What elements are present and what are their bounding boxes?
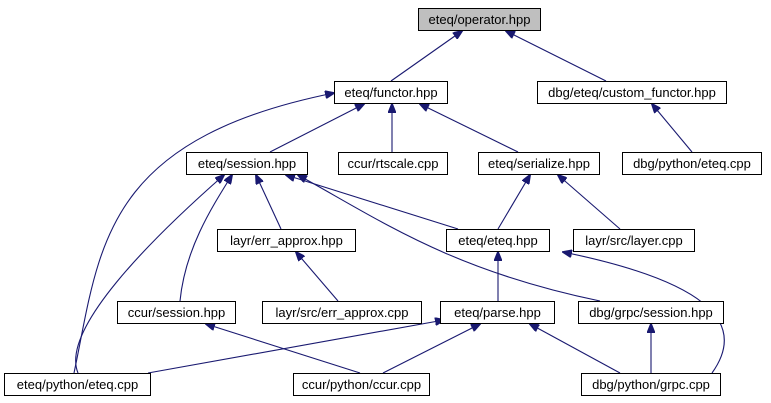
node-eteq-operator-hpp: eteq/operator.hpp	[418, 8, 541, 31]
node-ccur-session-hpp[interactable]: ccur/session.hpp	[117, 301, 236, 324]
node-layr-err-approx-hpp[interactable]: layr/err_approx.hpp	[217, 229, 356, 252]
edge-custom-to-operator	[506, 31, 607, 82]
node-layr-src-layer-cpp[interactable]: layr/src/layer.cpp	[573, 229, 695, 252]
node-ccur-python-ccur-cpp[interactable]: ccur/python/ccur.cpp	[293, 373, 430, 396]
edge-serialize-to-functor	[420, 104, 519, 153]
node-eteq-parse-hpp[interactable]: eteq/parse.hpp	[440, 301, 555, 324]
edge-session-to-functor	[269, 104, 364, 153]
node-dbg-eteq-custom-functor-hpp[interactable]: dbg/eteq/custom_functor.hpp	[537, 81, 727, 104]
node-dbg-python-eteq-cpp[interactable]: dbg/python/eteq.cpp	[622, 152, 762, 175]
edge-functor-to-operator	[390, 31, 462, 82]
edge-dbgpyeteq-to-custom	[652, 104, 693, 153]
node-eteq-serialize-hpp[interactable]: eteq/serialize.hpp	[478, 152, 600, 175]
node-eteq-python-eteq-cpp[interactable]: eteq/python/eteq.cpp	[4, 373, 151, 396]
node-eteq-session-hpp[interactable]: eteq/session.hpp	[186, 152, 308, 175]
node-eteq-eteq-hpp[interactable]: eteq/eteq.hpp	[446, 229, 550, 252]
edge-errapproxhpp-to-session	[256, 175, 282, 230]
edge-ccursession-to-session	[179, 175, 232, 302]
node-ccur-rtscale-cpp[interactable]: ccur/rtscale.cpp	[338, 152, 448, 175]
edge-pyeteq-to-functor	[73, 93, 334, 374]
edge-pygrpc-to-parse	[530, 324, 621, 374]
edge-pyccur-to-parse	[382, 324, 480, 374]
edge-pyeteq-to-session	[75, 175, 224, 374]
node-dbg-python-grpc-cpp[interactable]: dbg/python/grpc.cpp	[581, 373, 721, 396]
edge-pyeteq-to-parse	[147, 320, 444, 374]
edge-errapproxcpp-to-errapproxhpp	[296, 252, 339, 302]
edge-grpcsession-to-session	[298, 175, 601, 302]
edge-eteqhpp-to-serialize	[497, 175, 530, 230]
edge-layercpp-to-serialize	[558, 175, 621, 230]
node-layr-src-err-approx-cpp[interactable]: layr/src/err_approx.cpp	[262, 301, 422, 324]
node-eteq-functor-hpp[interactable]: eteq/functor.hpp	[334, 81, 448, 104]
node-dbg-grpc-session-hpp[interactable]: dbg/grpc/session.hpp	[578, 301, 724, 324]
